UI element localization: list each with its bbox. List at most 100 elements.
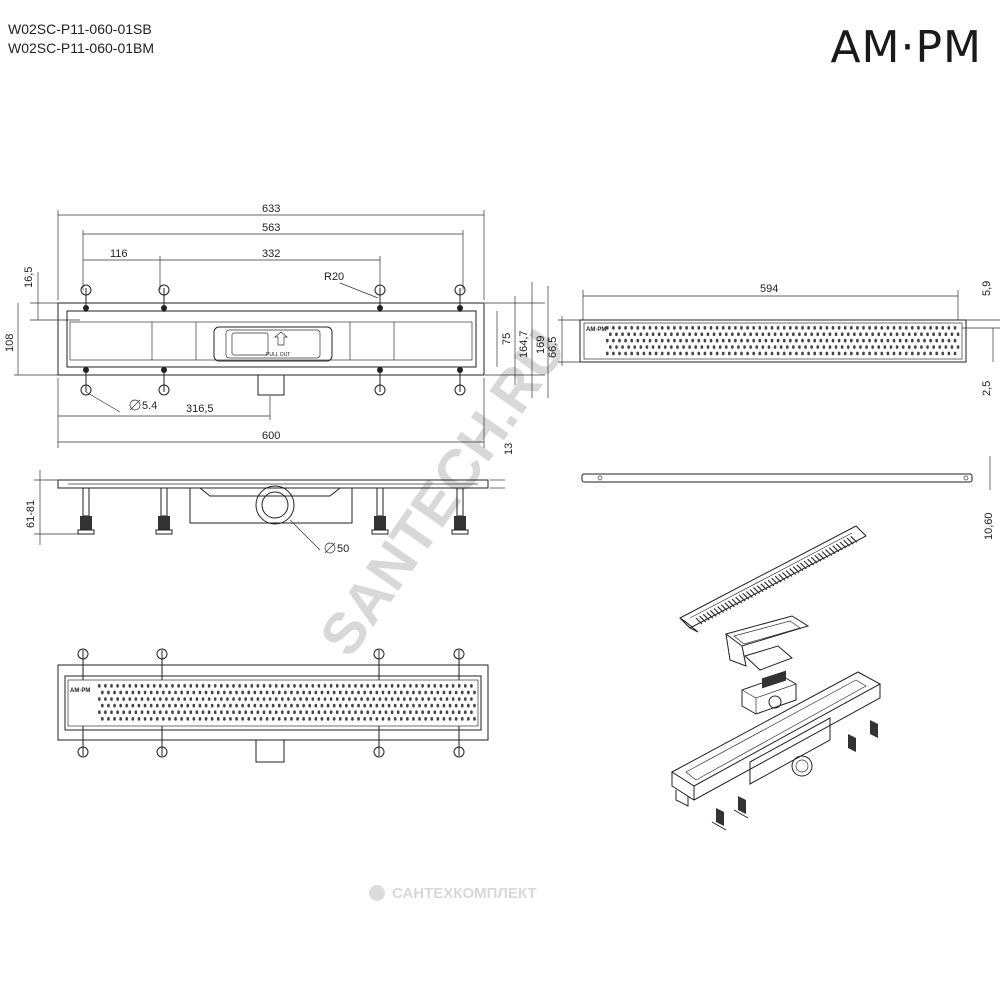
assembled-hole	[351, 717, 354, 721]
assembled-hole	[104, 710, 107, 715]
assembled-hole	[134, 697, 138, 701]
grate-hole	[911, 326, 914, 330]
grate-hole	[831, 351, 835, 356]
grate-hole	[606, 326, 609, 330]
assembled-hole	[390, 710, 394, 715]
assembled-grate-holes	[98, 684, 476, 721]
assembled-hole	[192, 690, 196, 695]
assembled-hole	[186, 690, 190, 695]
grate-hole	[667, 326, 670, 330]
grate-hole	[850, 326, 853, 330]
grate-hole	[828, 345, 832, 349]
assembled-hole	[451, 684, 455, 688]
assembled-hole	[302, 703, 305, 708]
assembled-hole	[180, 703, 183, 708]
grate-hole	[877, 345, 881, 349]
assembled-hole	[384, 697, 388, 701]
grate-hole	[889, 345, 893, 349]
grate-hole	[850, 338, 853, 343]
grate-hole	[929, 338, 932, 343]
assembled-hole	[250, 710, 254, 715]
grate-hole	[773, 332, 777, 337]
grate-hole	[737, 345, 740, 349]
assembled-hole	[323, 710, 327, 715]
grate-hole	[822, 345, 826, 349]
assembled-hole	[403, 710, 406, 715]
dim-hole-diameter: 5.4	[142, 400, 157, 412]
grate-hole	[615, 345, 618, 349]
grate-hole	[609, 332, 612, 337]
assembled-hole	[448, 703, 452, 708]
grate-hole	[856, 326, 859, 330]
grate-hole	[837, 351, 841, 356]
grate-hole	[697, 351, 701, 356]
assembled-hole	[256, 697, 260, 701]
assembled-hole	[375, 703, 379, 708]
grate-hole	[752, 326, 755, 330]
assembled-hole	[268, 684, 272, 688]
grate-hole	[901, 345, 905, 349]
grate-hole	[746, 351, 749, 356]
assembled-hole	[421, 697, 424, 701]
grate-hole	[782, 351, 786, 356]
assembled-hole	[409, 697, 412, 701]
grate-hole	[785, 345, 789, 349]
assembled-hole	[427, 710, 430, 715]
grate-hole	[645, 332, 649, 337]
grate-hole	[654, 338, 658, 343]
grate-hole	[688, 332, 691, 337]
grate-hole	[938, 332, 942, 337]
grate-hole	[932, 345, 935, 349]
grate-hole	[752, 338, 755, 343]
grate-slot	[738, 594, 746, 602]
assembled-hole	[177, 684, 180, 688]
dim-grate-width: 164,7	[518, 330, 530, 358]
assembled-hole	[348, 710, 351, 715]
grate-hole	[621, 345, 624, 349]
assembled-hole	[305, 710, 308, 715]
grate-hole	[682, 345, 685, 349]
grate-hole	[752, 351, 755, 356]
grate-hole	[721, 326, 725, 330]
grate-hole	[856, 351, 859, 356]
grate-hole	[782, 326, 786, 330]
assembled-hole	[442, 717, 446, 721]
assembled-hole	[329, 697, 333, 701]
assembled-hole	[262, 710, 266, 715]
grate-hole	[816, 332, 820, 337]
grate-hole	[712, 345, 716, 349]
grate-hole	[676, 345, 679, 349]
assembled-hole	[445, 710, 449, 715]
assembled-hole	[473, 703, 476, 708]
grate-hole	[898, 338, 902, 343]
assembled-hole	[192, 717, 196, 721]
grate-hole	[618, 338, 621, 343]
assembled-hole	[329, 710, 333, 715]
grate-hole	[663, 345, 667, 349]
grate-hole	[633, 345, 637, 349]
grate-hole	[801, 338, 804, 343]
dim-flange-thickness: 13	[503, 443, 515, 455]
assembled-hole	[442, 690, 446, 695]
assembled-hole	[201, 710, 205, 715]
assembled-hole	[317, 697, 321, 701]
grate-hole	[816, 345, 820, 349]
grate-hole	[676, 332, 679, 337]
assembled-hole	[152, 697, 156, 701]
assembled-hole	[412, 690, 415, 695]
assembled-hole	[360, 710, 363, 715]
assembled-hole	[369, 717, 373, 721]
assembled-hole	[357, 717, 360, 721]
assembled-hole	[305, 684, 308, 688]
assembled-hole	[326, 703, 330, 708]
grate-hole	[859, 345, 862, 349]
assembled-hole	[149, 717, 153, 721]
assembled-hole	[259, 703, 263, 708]
assembled-hole	[210, 703, 214, 708]
assembled-hole	[457, 697, 461, 701]
assembled-hole	[317, 684, 321, 688]
assembled-hole	[235, 690, 238, 695]
assembled-hole	[287, 697, 290, 701]
grate-slot	[749, 589, 757, 596]
